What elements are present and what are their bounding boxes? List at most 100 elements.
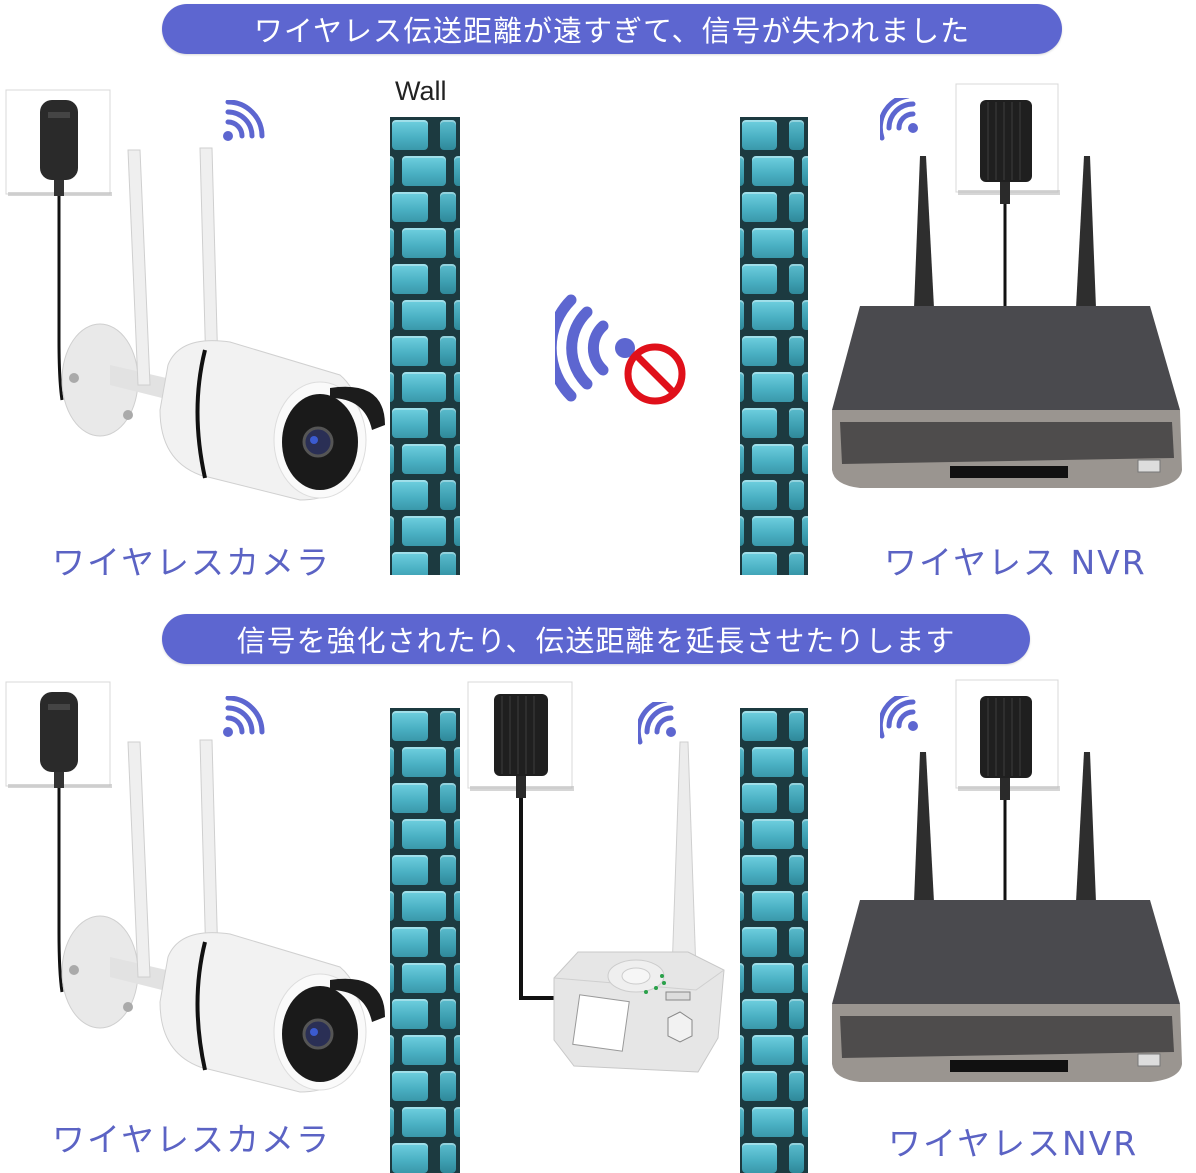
brick xyxy=(390,444,394,474)
brick xyxy=(752,444,794,474)
brick-row xyxy=(740,816,808,852)
brick-row xyxy=(740,513,808,549)
brick xyxy=(390,1035,394,1065)
brick xyxy=(752,372,794,402)
brick-row xyxy=(390,477,460,513)
brick xyxy=(742,783,777,813)
brick-row xyxy=(390,369,460,405)
brick xyxy=(802,747,808,777)
brick xyxy=(390,891,394,921)
brick xyxy=(454,747,460,777)
brick xyxy=(742,855,777,885)
brick xyxy=(454,300,460,330)
brick xyxy=(390,372,394,402)
brick xyxy=(454,372,460,402)
brick xyxy=(802,228,808,258)
brick xyxy=(740,372,744,402)
brick xyxy=(742,927,777,957)
brick xyxy=(392,711,428,741)
brick xyxy=(752,963,794,993)
brick xyxy=(788,855,804,885)
brick xyxy=(802,156,808,186)
brick xyxy=(402,372,446,402)
brick xyxy=(802,819,808,849)
brick xyxy=(392,192,428,222)
brick xyxy=(440,552,456,575)
brick xyxy=(752,1035,794,1065)
brick xyxy=(390,1107,394,1137)
brick xyxy=(788,711,804,741)
top-banner: ワイヤレス伝送距離が遠すぎて、信号が失われました xyxy=(162,4,1062,54)
brick xyxy=(740,156,744,186)
brick xyxy=(740,891,744,921)
brick xyxy=(740,1035,744,1065)
wireless-nvr-top xyxy=(820,80,1196,520)
brick xyxy=(440,999,456,1029)
brick xyxy=(392,480,428,510)
brick xyxy=(752,819,794,849)
brick xyxy=(392,336,428,366)
camera-caption-bottom: ワイヤレスカメラ xyxy=(52,1120,332,1159)
brick xyxy=(390,228,394,258)
brick-row xyxy=(740,888,808,924)
brick xyxy=(740,747,744,777)
brick xyxy=(390,963,394,993)
brick xyxy=(440,480,456,510)
brick xyxy=(392,927,428,957)
wireless-camera-bottom xyxy=(0,672,390,1122)
brick-row xyxy=(740,441,808,477)
brick-row xyxy=(390,996,460,1032)
brick-wall-left-top xyxy=(390,117,460,575)
brick-row xyxy=(390,261,460,297)
brick xyxy=(788,336,804,366)
wifi-blocked-icon xyxy=(555,294,686,405)
brick xyxy=(454,819,460,849)
nvr-caption-bottom: ワイヤレスNVR xyxy=(888,1124,1139,1163)
brick xyxy=(788,783,804,813)
top-banner-text: ワイヤレス伝送距離が遠すぎて、信号が失われました xyxy=(253,14,971,48)
brick xyxy=(402,891,446,921)
brick xyxy=(802,372,808,402)
brick xyxy=(454,1107,460,1137)
brick-row xyxy=(740,225,808,261)
brick xyxy=(440,855,456,885)
brick xyxy=(740,963,744,993)
brick xyxy=(390,516,394,546)
brick xyxy=(802,444,808,474)
brick xyxy=(390,300,394,330)
brick xyxy=(402,819,446,849)
nvr-caption-top: ワイヤレス NVR xyxy=(884,543,1147,582)
brick-row xyxy=(390,888,460,924)
brick-row xyxy=(740,405,808,441)
brick-row xyxy=(390,153,460,189)
camera-caption-top: ワイヤレスカメラ xyxy=(52,543,332,582)
brick xyxy=(802,516,808,546)
brick-row xyxy=(390,549,460,575)
wifi-repeater-icon xyxy=(467,681,725,1073)
brick xyxy=(752,228,794,258)
brick-row xyxy=(740,1140,808,1173)
brick-row xyxy=(740,477,808,513)
brick xyxy=(392,855,428,885)
brick-row xyxy=(390,780,460,816)
brick xyxy=(740,516,744,546)
brick xyxy=(440,120,456,150)
brick xyxy=(742,264,777,294)
brick xyxy=(440,1143,456,1173)
brick-row xyxy=(390,513,460,549)
brick xyxy=(788,1143,804,1173)
brick xyxy=(454,228,460,258)
brick xyxy=(392,264,428,294)
brick-row xyxy=(390,189,460,225)
brick xyxy=(392,1143,428,1173)
brick xyxy=(788,264,804,294)
brick xyxy=(742,480,777,510)
brick xyxy=(440,264,456,294)
bottom-banner: 信号を強化されたり、伝送距離を延長させたりします xyxy=(162,614,1030,664)
brick-row xyxy=(390,1140,460,1173)
brick xyxy=(392,1071,428,1101)
brick-row xyxy=(740,549,808,575)
wifi-signal-icon xyxy=(638,702,676,745)
brick xyxy=(392,408,428,438)
wifi-repeater xyxy=(466,680,736,1080)
